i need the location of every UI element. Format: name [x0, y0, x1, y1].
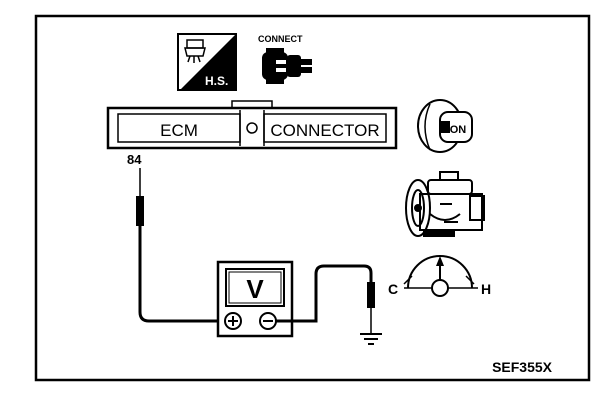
- ignition-key-on-icon: ON: [417, 99, 473, 153]
- ignition-label: ON: [450, 124, 467, 136]
- connect-icon: CONNECT: [258, 34, 312, 84]
- negative-lead-wire: [276, 264, 373, 323]
- voltmeter-symbol: V: [246, 274, 264, 304]
- voltmeter: V: [216, 260, 294, 338]
- figure-code: SEF355X: [492, 359, 553, 375]
- temperature-gauge-icon: C H: [388, 255, 491, 297]
- positive-lead-wire: [138, 232, 224, 323]
- ecm-connector: ECM CONNECTOR: [106, 100, 398, 150]
- hs-icon: H.S.: [177, 33, 237, 91]
- cold-label: C: [388, 281, 398, 297]
- hs-label: H.S.: [205, 74, 228, 88]
- hot-label: H: [481, 281, 491, 297]
- connector-label: CONNECTOR: [270, 121, 379, 140]
- probe-negative: [367, 282, 375, 334]
- connect-label: CONNECT: [258, 34, 303, 44]
- figure-frame: [34, 14, 591, 382]
- engine-icon: [405, 171, 485, 237]
- ecm-label: ECM: [160, 121, 198, 140]
- probe-positive: [136, 168, 144, 232]
- minus-terminal-icon: [259, 312, 277, 330]
- plus-terminal-icon: [224, 312, 242, 330]
- terminal-number: 84: [127, 152, 142, 167]
- ground-icon: [360, 333, 382, 345]
